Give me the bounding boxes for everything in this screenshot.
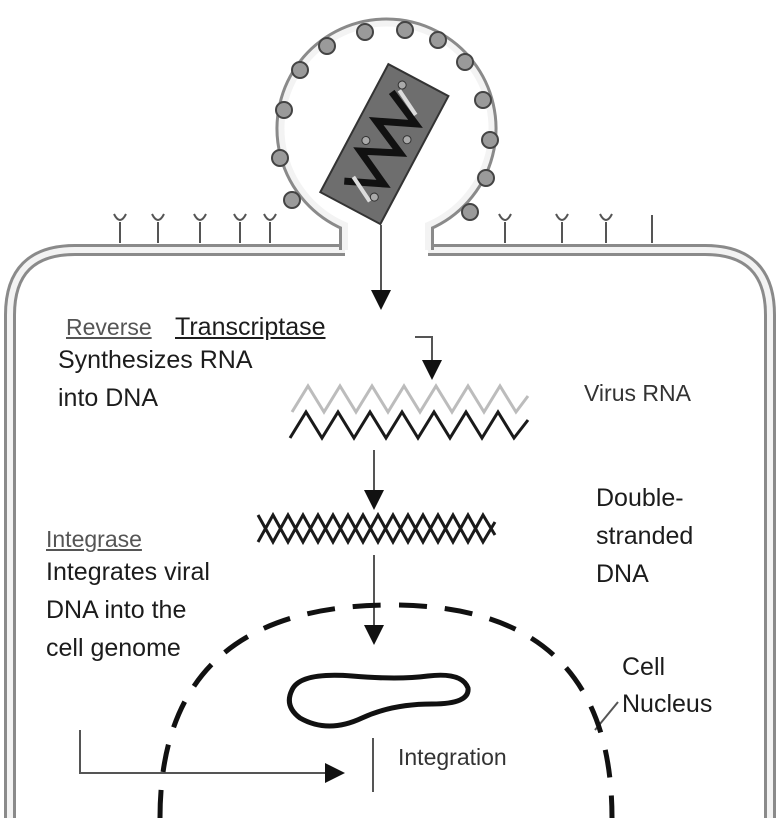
double-stranded-dna: [256, 511, 497, 546]
integrase-description-line-2: DNA into the: [46, 596, 187, 624]
viral-capsid: [318, 62, 450, 226]
rt-description-line-1: Synthesizes RNA: [58, 346, 253, 374]
dna-strand: [288, 409, 530, 441]
double-stranded-label-3: DNA: [596, 560, 649, 588]
reverse-label: Reverse: [66, 314, 152, 340]
cell-genome: [286, 672, 471, 729]
rt-description-line-2: into DNA: [58, 384, 159, 412]
cell-membrane: [4, 244, 776, 818]
cell-nucleus-label-2: Nucleus: [622, 690, 713, 718]
cell-nucleus-label-1: Cell: [622, 653, 666, 681]
viral-envelope-beads: [271, 21, 499, 221]
integration-arrow: [79, 730, 345, 783]
integrase-description-line-3: cell genome: [46, 634, 181, 662]
integration-label: Integration: [398, 744, 507, 770]
cell-nucleus-envelope: [157, 602, 615, 819]
double-stranded-label-2: stranded: [596, 522, 694, 550]
virus-particle: [271, 17, 499, 250]
rt-pointer-arrow: [415, 336, 442, 380]
double-stranded-label-1: Double-: [596, 484, 684, 512]
virus-rna-label: Virus RNA: [584, 380, 691, 406]
virus-rna-strand: [290, 383, 530, 415]
integrase-label: Integrase: [46, 526, 142, 552]
transcriptase-label: Transcriptase: [175, 313, 326, 341]
membrane-receptors: [113, 213, 653, 243]
flow-arrows: [79, 225, 619, 792]
integrase-description-line-1: Integrates viral: [46, 558, 210, 586]
